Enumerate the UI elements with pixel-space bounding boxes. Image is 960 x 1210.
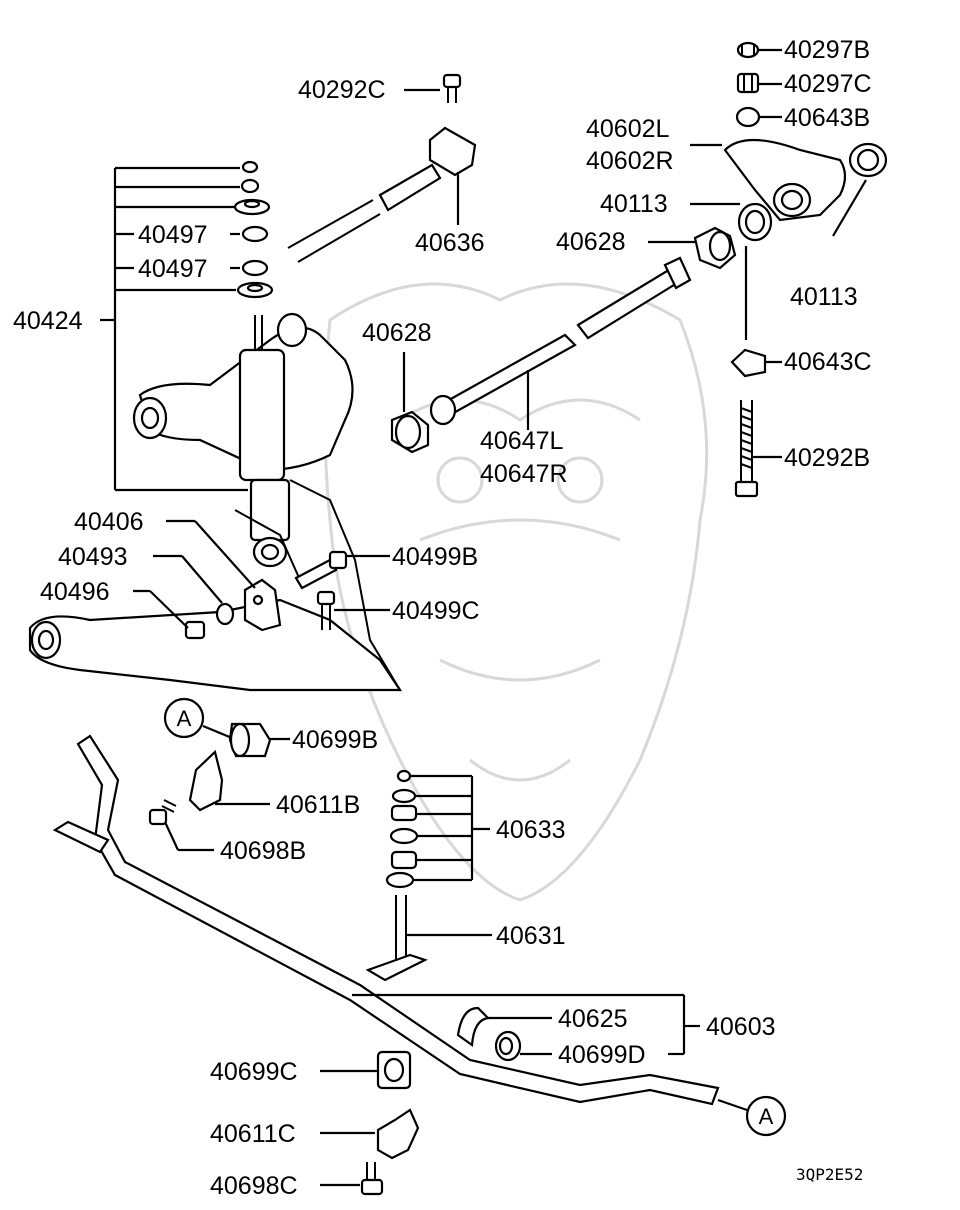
bolt-40292b — [734, 400, 782, 498]
label-40113-right: 40113 — [790, 283, 858, 311]
clamp-40625 — [456, 1006, 552, 1048]
label-40499c: 40499C — [392, 597, 480, 625]
bolt-40292c — [404, 73, 462, 103]
dust-cover-40628-left — [390, 352, 430, 454]
washer-40493 — [153, 554, 235, 626]
lower-control-arm — [28, 479, 403, 692]
label-40633: 40633 — [496, 816, 566, 844]
label-40496: 40496 — [40, 578, 110, 606]
shock-absorber — [238, 315, 291, 568]
ref-marker-a-right — [717, 1095, 787, 1137]
bushing-40113-left — [690, 202, 773, 242]
label-40625: 40625 — [558, 1005, 628, 1033]
label-40497-upper: 40497 — [138, 221, 208, 249]
label-40611b: 40611B — [276, 791, 360, 819]
link-stack-40633 — [385, 769, 490, 889]
small-nut-40297b — [736, 41, 782, 59]
label-40113-left: 40113 — [600, 190, 668, 218]
washer-40643b — [735, 106, 782, 128]
bushing-40699d — [494, 1030, 684, 1062]
clamp-40611b — [188, 749, 270, 812]
label-40699b: 40699B — [292, 726, 378, 754]
label-40297b: 40297B — [784, 36, 870, 64]
drawing-code: 3QP2E52 — [796, 1165, 863, 1184]
bolt-40698b — [148, 799, 214, 852]
label-40292c: 40292C — [298, 76, 386, 104]
tension-rod-40636 — [287, 126, 477, 263]
stabilizer-bar-40603 — [52, 734, 720, 1106]
shock-mount-bracket-40424 — [100, 166, 248, 492]
label-40406: 40406 — [74, 508, 144, 536]
bracket-40406 — [166, 519, 282, 632]
label-40698c: 40698C — [210, 1172, 298, 1200]
ref-marker-a-right-text: A — [759, 1104, 774, 1129]
label-40602l: 40602L — [586, 115, 670, 143]
label-40424: 40424 — [13, 307, 83, 335]
clamp-40611c — [320, 1108, 420, 1160]
label-40628-right: 40628 — [556, 228, 626, 256]
nut-40496 — [133, 589, 206, 640]
label-40643b: 40643B — [784, 104, 870, 132]
bushing-40699c — [320, 1050, 412, 1090]
bolt-40499c — [316, 590, 390, 630]
label-40611c: 40611C — [210, 1120, 296, 1148]
label-40603: 40603 — [706, 1013, 776, 1041]
label-40647r: 40647R — [480, 460, 568, 488]
label-40699d: 40699D — [558, 1041, 646, 1069]
label-40493: 40493 — [58, 543, 128, 571]
torsion-bar-40647 — [429, 256, 692, 430]
label-40497-lower: 40497 — [138, 255, 208, 283]
ref-marker-a-left — [163, 697, 233, 740]
ref-marker-a-left-text: A — [177, 706, 192, 731]
label-40636: 40636 — [415, 229, 485, 257]
upper-arm-shaft-40602 — [690, 138, 888, 222]
label-40699c: 40699C — [210, 1058, 298, 1086]
label-40631: 40631 — [496, 922, 566, 950]
label-40628-left: 40628 — [362, 319, 432, 347]
leader-40113-right — [832, 179, 867, 237]
label-40643c: 40643C — [784, 348, 872, 376]
label-40602r: 40602R — [586, 147, 674, 175]
dust-cover-40628-right — [648, 226, 737, 270]
bushing-40699b — [228, 722, 290, 758]
small-nut-40297c — [736, 72, 782, 94]
label-40292b: 40292B — [784, 444, 870, 472]
nut-40643c — [730, 348, 782, 378]
shock-stack-washers — [233, 160, 274, 299]
label-40698b: 40698B — [220, 837, 306, 865]
link-bolt-40631 — [365, 895, 492, 982]
label-40297c: 40297C — [784, 70, 872, 98]
bolt-40499b — [294, 550, 390, 590]
label-40647l: 40647L — [480, 427, 564, 455]
part-labels: 40297B 40297C 40643B 40602L 40602R 40113… — [13, 36, 872, 1200]
label-40499b: 40499B — [392, 543, 478, 571]
bolt-40698c — [320, 1162, 384, 1196]
